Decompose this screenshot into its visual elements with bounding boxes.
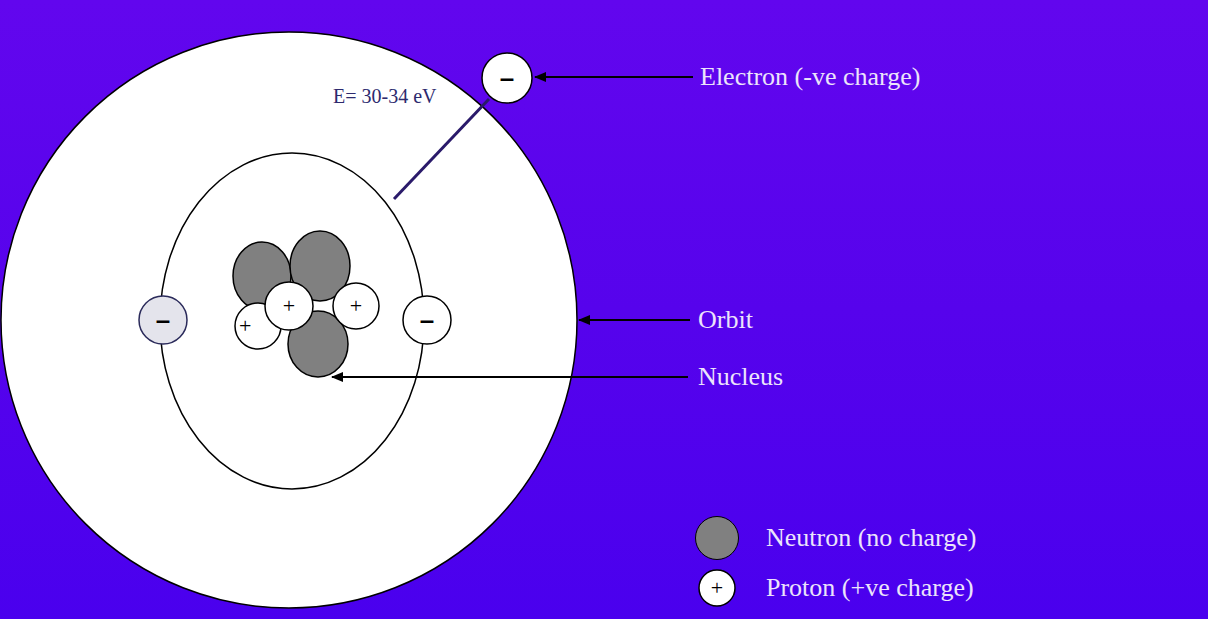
charge-sign: – [156,307,170,333]
charge-sign: + [711,577,723,599]
charge-sign: + [350,295,362,317]
electron-circle [403,296,451,344]
legend-proton-sample-circle [699,570,735,606]
electron-label: Electron (-ve charge) [700,62,920,92]
charge-sign: + [239,315,251,337]
leader-arrow [579,319,690,321]
energy-line [394,99,489,199]
legend-swatch [695,516,739,560]
proton: + [264,281,314,331]
energy-label: E= 30-34 eV [333,84,436,108]
proton-circle [265,282,313,330]
proton-circle [333,283,379,329]
charge-sign: – [420,307,434,333]
legend-text: Neutron (no charge) [766,523,976,553]
electron-circle [139,296,187,344]
inner-orbit [160,153,424,489]
orbit-label: Orbit [698,305,753,335]
nucleus-label: Nucleus [698,362,783,392]
proton: + [332,282,380,330]
electron: – [481,52,533,104]
electron: – [138,295,188,345]
charge-sign: – [500,65,514,91]
outer-orbit [1,32,577,608]
charge-sign: + [283,295,295,317]
leader-arrow [332,376,688,378]
legend-text: Proton (+ve charge) [766,573,974,603]
electron-circle [482,53,532,103]
leader-arrow [535,76,693,78]
legend-proton-sample: + [698,569,736,607]
electron: – [402,295,452,345]
